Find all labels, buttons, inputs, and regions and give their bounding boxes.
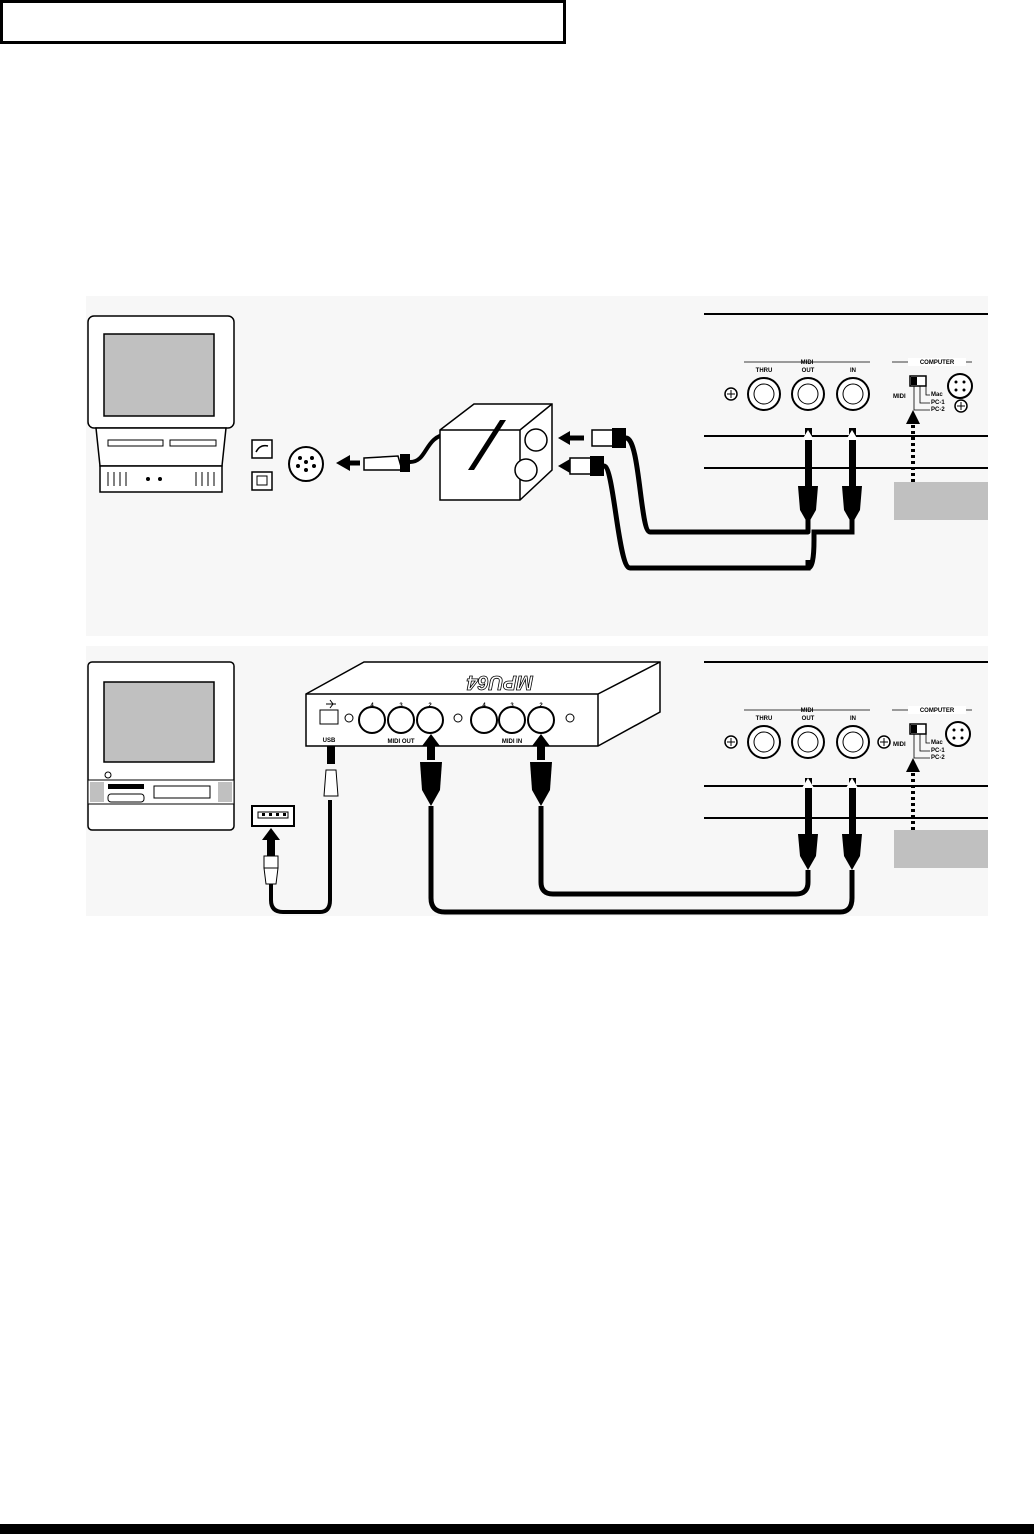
screw-icon [724,735,738,749]
cable-in-vertical [849,778,856,834]
usb-label: USB [323,738,336,744]
midi-label: MIDI [801,360,814,366]
in-label: IN [850,716,856,722]
cable-in-vertical [849,428,856,486]
midi-plug-in [530,762,552,806]
midi-cable-in [538,806,811,897]
midi-plug-lower [558,456,604,476]
midi-plug-upper [558,428,626,448]
computer-switch[interactable] [909,723,927,735]
instrument-panel: MIDI THRU OUT IN COMPUTER MIDI Mac PC-1 … [704,661,988,819]
arrow-head-icon [336,455,350,471]
computer-label: COMPUTER [920,708,955,714]
callout-placeholder [894,830,988,868]
port-number: 3 [510,703,514,709]
screw-icon [954,399,968,413]
midi-cable-out [428,806,855,915]
computer-icon [87,315,235,493]
footer-rule [0,1524,1034,1534]
midi-interface-box [439,403,553,501]
computer-port [945,721,971,747]
midi-out-port [791,725,825,759]
midi-in-port-4 [470,706,498,734]
midi-plug-out [798,834,818,870]
screw-icon [724,387,738,401]
port-number: 4 [370,703,374,709]
computer-icon [87,661,235,831]
midi-plug-in [842,834,862,870]
usb-icon [326,699,336,709]
midi-in-label: MIDI IN [502,739,522,745]
instrument-panel: MIDI THRU OUT IN COMPUTER MIDI Mac PC-1 … [704,313,988,469]
header-box [0,0,566,44]
computer-switch[interactable] [909,375,927,387]
usb-midi-interface: MPU64 USB 4 3 2 4 3 2 MIDI OUT MIDI IN [305,661,661,747]
midi-thru-port [747,725,781,759]
out-label: OUT [802,716,815,722]
thru-label: THRU [756,716,773,722]
arrow-icon [327,742,335,764]
midi-out-port-2 [416,706,444,734]
port-number: 2 [539,703,543,709]
midi-in-port-2 [527,706,555,734]
midi-label: MIDI [801,708,814,714]
switch-midi-label: MIDI [893,394,906,400]
midi-out-port [791,377,825,411]
arrow-icon [537,742,545,760]
switch-pc1-label: PC-1 [931,748,945,754]
switch-pc1-label: PC-1 [931,400,945,406]
serial-port-connector [288,446,324,482]
midi-in-port [836,725,870,759]
switch-mac-label: Mac [931,392,943,398]
screw-icon [877,735,891,749]
out-label: OUT [802,368,815,374]
brand-label: MPU64 [467,671,534,693]
midi-in-port [836,377,870,411]
diagram-bottom: MPU64 USB 4 3 2 4 3 2 MIDI OUT MIDI IN [86,646,988,916]
computer-label: COMPUTER [920,360,955,366]
midi-out-label: MIDI OUT [388,739,415,745]
midi-out-port-3 [387,706,415,734]
usb-plug-b [323,769,339,797]
switch-pc2-label: PC-2 [931,755,945,761]
usb-plug-a [263,855,279,885]
port-number: 3 [399,703,403,709]
midi-plug-in [842,486,862,524]
modem-port-icon [251,439,273,459]
switch-midi-label: MIDI [893,742,906,748]
midi-cable-in [601,463,811,571]
midi-out-port-4 [358,706,386,734]
diagram-top: MIDI THRU OUT IN COMPUTER MIDI Mac PC-1 … [86,296,988,636]
usb-port-icon [251,805,295,827]
callout-placeholder [894,482,988,520]
port-number: 4 [482,703,486,709]
midi-in-port-3 [498,706,526,734]
computer-port [947,373,973,399]
midi-cable-in-route [630,505,855,571]
in-label: IN [850,368,856,374]
thru-label: THRU [756,368,773,374]
midi-cable-out [624,435,811,535]
arrow-icon [267,836,275,856]
usb-cable [269,800,332,914]
midi-plug-out [420,762,442,806]
printer-port-icon [251,471,273,491]
cable-out-vertical [805,778,812,834]
midi-thru-port [747,377,781,411]
cable-out-vertical [805,428,812,486]
midi-plug-out [798,486,818,524]
switch-pc2-label: PC-2 [931,407,945,413]
port-number: 2 [428,703,432,709]
arrow-icon [427,742,435,760]
switch-mac-label: Mac [931,740,943,746]
